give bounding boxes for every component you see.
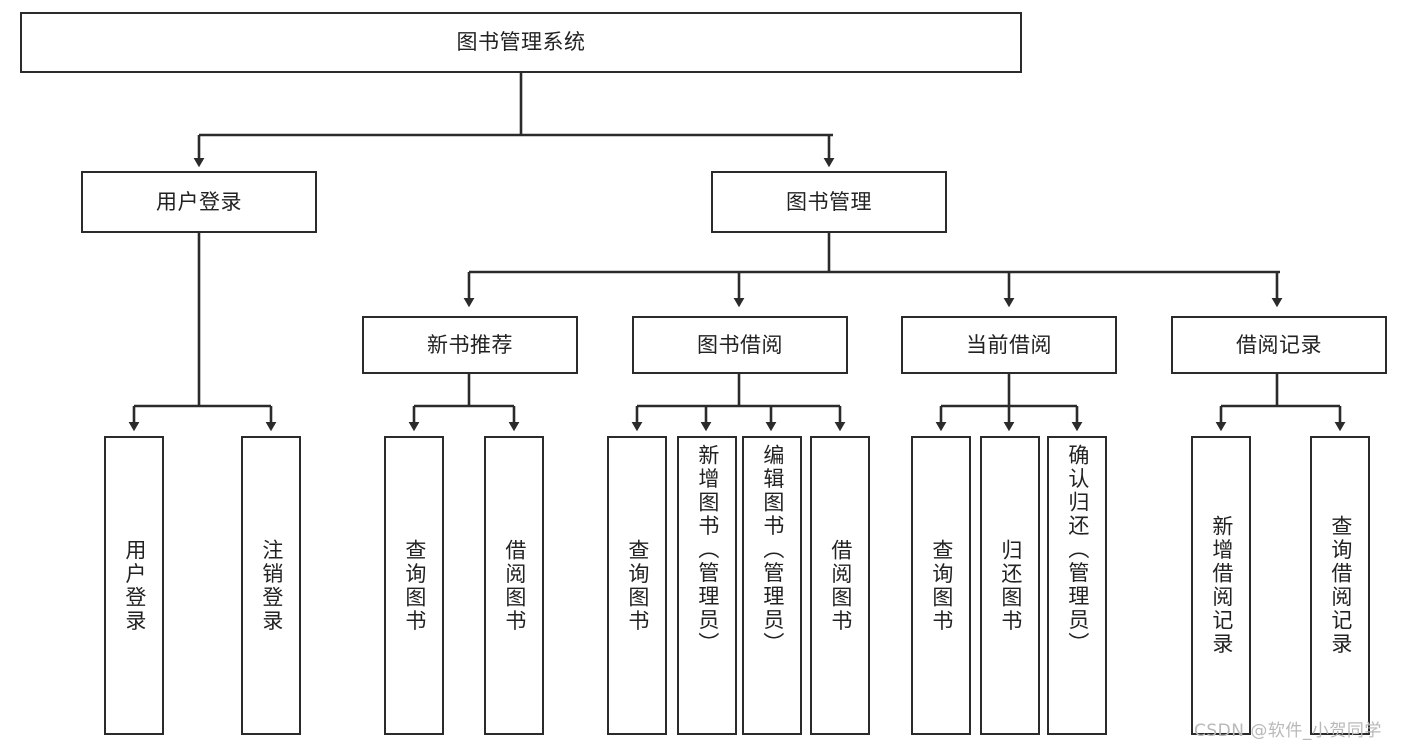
leaf-add-record[interactable]: 新增借阅记录 [1191,436,1251,735]
leaf-borrow-book-2-label: 借阅图书 [828,538,853,633]
node-book-management[interactable]: 图书管理 [711,171,947,233]
leaf-query-book-3-label: 查询图书 [929,538,954,633]
leaf-logout-login[interactable]: 注销登录 [241,436,301,735]
leaf-add-record-label: 新增借阅记录 [1209,515,1234,656]
node-current-borrow-label: 当前借阅 [966,332,1052,357]
node-book-borrow[interactable]: 图书借阅 [632,316,848,374]
node-root[interactable]: 图书管理系统 [20,12,1022,73]
node-user-login-label: 用户登录 [156,189,242,214]
leaf-return-book[interactable]: 归还图书 [980,436,1040,735]
leaf-borrow-book-2[interactable]: 借阅图书 [810,436,870,735]
node-borrow-record-label: 借阅记录 [1236,332,1322,357]
leaf-edit-book-label: 编辑图书（管理员） [760,444,785,656]
node-book-management-label: 图书管理 [786,189,872,214]
node-new-book-recommend-label: 新书推荐 [427,332,513,357]
leaf-return-book-label: 归还图书 [998,538,1023,633]
leaf-user-login-label: 用户登录 [122,538,147,633]
leaf-borrow-book-1[interactable]: 借阅图书 [484,436,544,735]
leaf-confirm-return[interactable]: 确认归还（管理员） [1047,436,1107,735]
node-root-label: 图书管理系统 [456,30,586,55]
leaf-query-book-1-label: 查询图书 [402,538,427,633]
leaf-add-book-label: 新增图书（管理员） [695,444,720,656]
leaf-query-book-2-label: 查询图书 [625,538,650,633]
csdn-watermark: CSDN @软件_小贺同学 [1194,721,1382,741]
leaf-confirm-return-label: 确认归还（管理员） [1065,444,1090,656]
leaf-logout-login-label: 注销登录 [259,538,284,633]
leaf-user-login[interactable]: 用户登录 [104,436,164,735]
leaf-query-book-1[interactable]: 查询图书 [384,436,444,735]
leaf-add-book[interactable]: 新增图书（管理员） [677,436,737,735]
leaf-query-book-2[interactable]: 查询图书 [607,436,667,735]
node-current-borrow[interactable]: 当前借阅 [901,316,1117,374]
node-book-borrow-label: 图书借阅 [697,332,783,357]
node-user-login[interactable]: 用户登录 [81,171,317,233]
leaf-query-record[interactable]: 查询借阅记录 [1310,436,1370,735]
node-borrow-record[interactable]: 借阅记录 [1171,316,1387,374]
leaf-query-record-label: 查询借阅记录 [1328,515,1353,656]
leaf-query-book-3[interactable]: 查询图书 [911,436,971,735]
leaf-edit-book[interactable]: 编辑图书（管理员） [742,436,802,735]
node-new-book-recommend[interactable]: 新书推荐 [362,316,578,374]
leaf-borrow-book-1-label: 借阅图书 [502,538,527,633]
